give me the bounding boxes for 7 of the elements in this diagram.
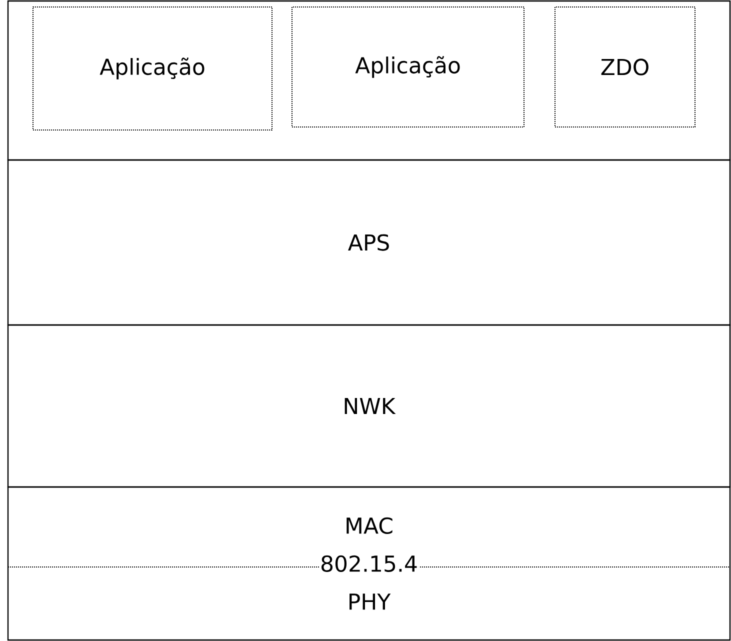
- dotted-box: ZDO: [554, 6, 696, 128]
- dotted-box: Aplicação: [32, 6, 272, 130]
- layer-band: APS: [7, 159, 731, 326]
- layer-band: NWK: [7, 324, 731, 488]
- dotted-box: Aplicação: [292, 6, 524, 128]
- layer-band: MAC 802.15.4 PHY: [7, 486, 731, 641]
- layer-band: [7, 0, 731, 161]
